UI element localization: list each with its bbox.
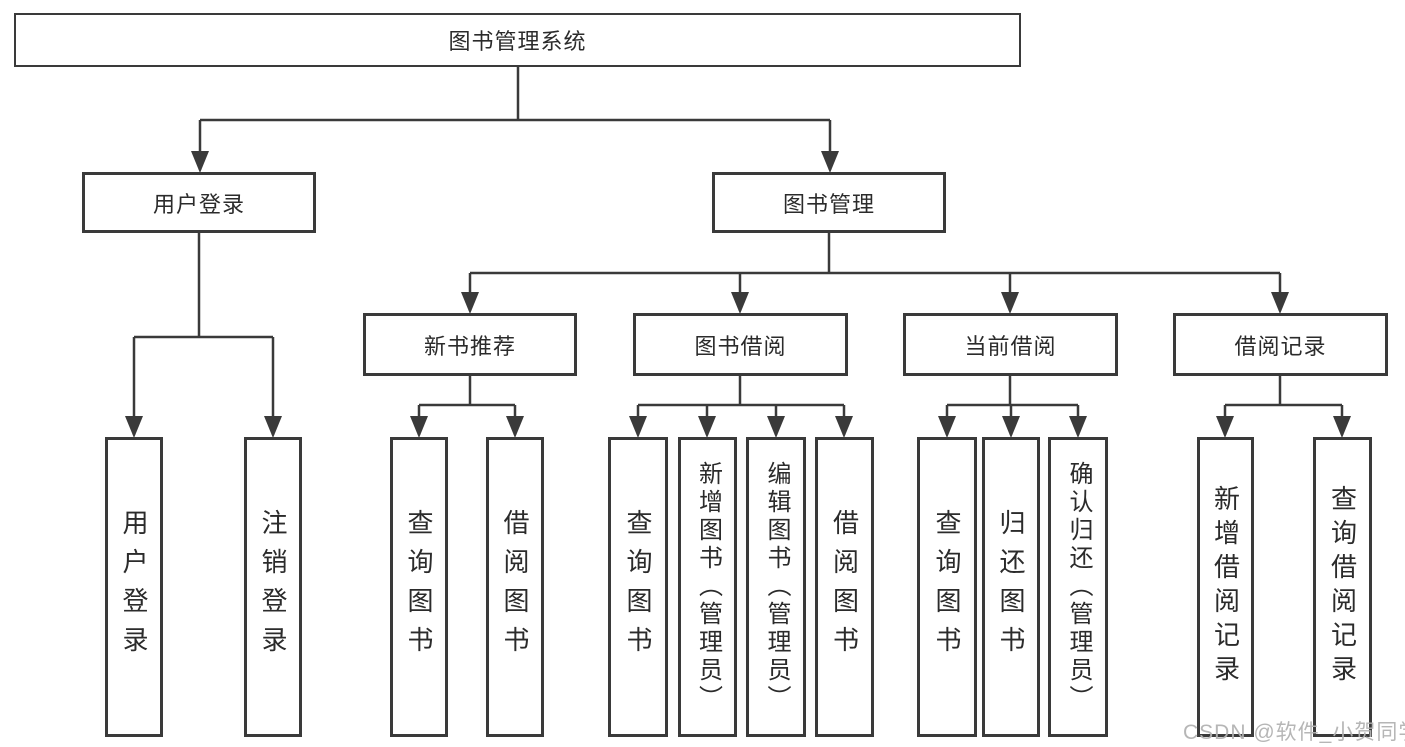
leaf-user-login: 用户登录 [105, 437, 163, 737]
node-label: 查询图书 [404, 509, 434, 665]
leaf-add-borrow-record: 新增借阅记录 [1197, 437, 1254, 737]
node-label: 新书推荐 [423, 333, 516, 359]
node-label: 借阅图书 [500, 509, 530, 665]
node-borrow-records: 借阅记录 [1173, 313, 1388, 376]
node-label: 确认归还（管理员） [1065, 461, 1092, 713]
node-label: 归还图书 [996, 509, 1026, 665]
node-label: 用户登录 [119, 509, 149, 665]
node-book-borrow: 图书借阅 [633, 313, 848, 376]
node-user-login: 用户登录 [82, 172, 316, 233]
leaf-borrow-books-recommend: 借阅图书 [486, 437, 544, 737]
node-label: 查询图书 [623, 509, 653, 665]
leaf-query-books-current: 查询图书 [917, 437, 977, 737]
node-label: 新增借阅记录 [1210, 485, 1241, 689]
node-new-book-recommend: 新书推荐 [363, 313, 577, 376]
leaf-edit-books-admin: 编辑图书（管理员） [746, 437, 806, 737]
leaf-borrow-books: 借阅图书 [815, 437, 874, 737]
node-library-management-system: 图书管理系统 [14, 13, 1021, 67]
node-label: 借阅记录 [1234, 333, 1327, 359]
leaf-add-books-admin: 新增图书（管理员） [678, 437, 737, 737]
leaf-return-books: 归还图书 [982, 437, 1040, 737]
node-label: 借阅图书 [829, 509, 860, 665]
node-label: 新增图书（管理员） [694, 461, 722, 713]
node-label: 图书管理系统 [448, 29, 587, 54]
node-label: 当前借阅 [964, 333, 1057, 359]
csdn-watermark: CSDN @软件_小贺同学 [1183, 721, 1405, 744]
node-label: 注销登录 [258, 509, 288, 665]
leaf-confirm-return-admin: 确认归还（管理员） [1048, 437, 1108, 737]
node-current-borrow: 当前借阅 [903, 313, 1118, 376]
leaf-query-books-borrow: 查询图书 [608, 437, 668, 737]
node-label: 用户登录 [152, 191, 245, 217]
node-book-management: 图书管理 [712, 172, 946, 233]
node-label: 编辑图书（管理员） [763, 461, 790, 713]
leaf-query-books-recommend: 查询图书 [390, 437, 448, 737]
node-label: 查询借阅记录 [1327, 485, 1358, 689]
node-label: 查询图书 [932, 509, 962, 665]
leaf-query-borrow-record: 查询借阅记录 [1313, 437, 1372, 737]
node-label: 图书管理 [782, 191, 875, 217]
node-label: 图书借阅 [694, 333, 787, 359]
leaf-logout: 注销登录 [244, 437, 302, 737]
